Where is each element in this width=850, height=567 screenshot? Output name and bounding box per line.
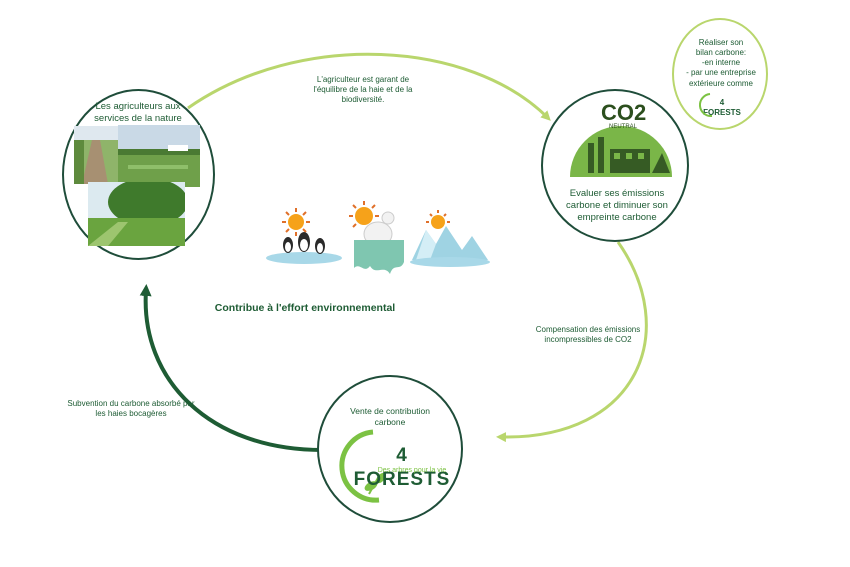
- bilan-logo: 4 FORESTS: [703, 98, 741, 117]
- bilan-line5: extérieure comme: [688, 79, 754, 88]
- hedge-path-photo: [88, 182, 185, 246]
- forests-title: Vente de contribution carbone: [350, 406, 430, 427]
- penguin-icon: [283, 232, 325, 254]
- arrow-left-label: Subvention du carbone absorbé par les ha…: [67, 399, 195, 418]
- forests-circle: [317, 375, 463, 523]
- co2-caption: Evaluer ses émissions carbone et diminue…: [566, 188, 668, 223]
- center-caption: Contribue à l'effort environnemental: [214, 302, 396, 314]
- co2-neutral-icon: [570, 126, 672, 177]
- bilan-line4: - par une entreprise: [686, 68, 756, 77]
- arrow-left: [139, 284, 323, 452]
- sun-icon: [426, 210, 450, 229]
- arrow-right: [496, 241, 648, 443]
- bilan-circle: [672, 18, 768, 130]
- forests-logo: 4 FORESTS: [353, 445, 451, 490]
- bilan-line1: Réaliser son: [698, 38, 744, 47]
- arrow-top-label: L'agriculteur est garant de l'équilibre …: [313, 75, 413, 104]
- arrow-right-label: Compensation des émissions incompressibl…: [535, 325, 641, 344]
- bilan-logo-leaf-icon: [698, 93, 713, 118]
- bilan-line3: -en interne: [701, 58, 741, 67]
- farm-landscape-photo: [118, 125, 200, 187]
- farm-field-photo: [74, 126, 118, 184]
- co2-logo-main: CO2: [601, 100, 647, 125]
- farmers-title: Les agriculteurs aux services de la natu…: [94, 101, 182, 124]
- forests-tagline: Des arbres pour la vie: [377, 467, 447, 474]
- sun-icon: [349, 201, 379, 228]
- climate-illustration: [266, 201, 490, 274]
- co2-logo-sub: NEUTRAL: [608, 124, 637, 130]
- bilan-line2: bilan carbone:: [695, 48, 747, 57]
- arrow-top: [187, 52, 551, 121]
- forests-logo-leaf-icon: [339, 429, 386, 503]
- sun-icon: [282, 208, 310, 236]
- iceberg-icon: [410, 226, 490, 267]
